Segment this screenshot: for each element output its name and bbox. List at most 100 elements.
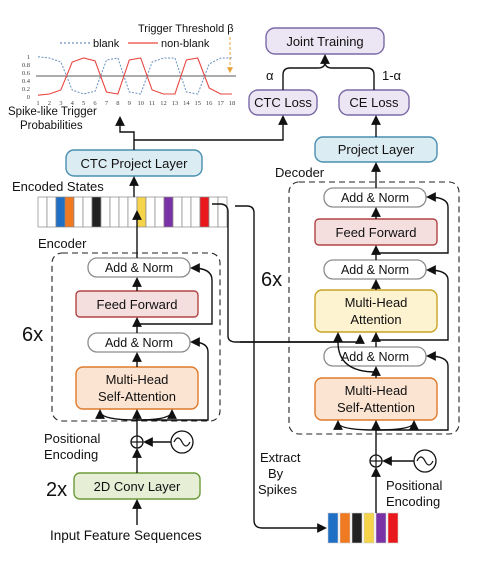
encoder-encoding-label: Encoding	[44, 447, 98, 462]
encoder-add-norm-1-label: Add & Norm	[105, 336, 173, 350]
encoder-repeat-label: 6x	[22, 324, 43, 346]
encoded-states-bar	[37, 196, 228, 228]
encoded-state-cell	[172, 196, 183, 228]
x-tick-label: 18	[229, 100, 236, 107]
decoder-repeat-label: 6x	[261, 269, 282, 291]
decoder-label: Decoder	[275, 165, 325, 180]
decoder-mha-line2: Attention	[350, 312, 401, 327]
y-tick-label: 1	[27, 54, 30, 61]
encoder-mha-line1: Multi-Head	[106, 372, 169, 387]
x-tick-label: 13	[172, 100, 179, 107]
ctc-project-layer-label: CTC Project Layer	[81, 156, 189, 171]
y-tick-label: 0.6	[22, 70, 31, 77]
x-tick-label: 14	[183, 100, 190, 107]
spike-states-bar	[327, 512, 399, 544]
project-layer-label: Project Layer	[338, 142, 415, 157]
encoded-state-cell	[37, 196, 48, 228]
extract-spikes-arrow	[235, 205, 327, 533]
encoded-state-cell	[199, 196, 210, 228]
ce-loss-label: CE Loss	[349, 95, 399, 110]
joint-training-block	[265, 27, 385, 55]
x-tick-label: 17	[217, 100, 224, 107]
decoder-positional-label: Positional	[386, 478, 442, 493]
input-feature-label: Input Feature Sequences	[50, 528, 202, 543]
spike-chart: blank non-blank Trigger Threshold β 10.8…	[8, 23, 236, 132]
spike-state-cell	[339, 512, 351, 544]
decoder-add-norm-3	[323, 187, 427, 208]
ctc-to-joint-arrow	[282, 54, 330, 90]
x-tick-label: 10	[137, 100, 144, 107]
encoded-state-cell	[145, 196, 156, 228]
conv-repeat-label: 2x	[46, 479, 67, 501]
trigger-threshold-label: Trigger Threshold β	[138, 23, 234, 35]
blank-series-line	[37, 56, 232, 95]
encoded-state-cell	[64, 196, 75, 228]
x-tick-label: 8	[116, 100, 119, 107]
y-tick-label: 0.4	[22, 78, 31, 85]
encoded-state-cell	[55, 196, 66, 228]
encoder-positional-label: Positional	[44, 431, 100, 446]
x-tick-label: 6	[93, 100, 97, 107]
decoder-mha-line1: Multi-Head	[345, 295, 408, 310]
spike-state-cell	[363, 512, 375, 544]
chart-y-ticks: 10.80.60.40.20	[22, 54, 31, 101]
spike-state-cell	[327, 512, 339, 544]
non-blank-series-line	[37, 57, 232, 96]
decoder-add-norm-2	[323, 259, 427, 280]
encoded-state-cell	[163, 196, 174, 228]
encoder-mha-line2: Self-Attention	[98, 389, 176, 404]
extract-label: Extract	[260, 450, 301, 465]
ctc-loss-label: CTC Loss	[254, 95, 312, 110]
x-tick-label: 5	[82, 100, 85, 107]
encoded-state-cell	[127, 196, 138, 228]
encoded-state-cell	[208, 196, 219, 228]
legend-non-blank-label: non-blank	[161, 38, 210, 50]
conv-layer-label: 2D Conv Layer	[94, 479, 181, 494]
encoded-state-cell	[181, 196, 192, 228]
decoder-encoding-label: Encoding	[386, 494, 440, 509]
x-tick-label: 3	[59, 100, 62, 107]
decoder-sa-line2: Self-Attention	[337, 400, 415, 415]
encoder-feed-forward-label: Feed Forward	[97, 297, 178, 312]
ctc-project-to-loss-arrow	[133, 115, 288, 150]
decoder-add-norm-1-label: Add & Norm	[341, 350, 409, 364]
encoder-add-norm-2	[87, 257, 191, 278]
spike-state-cell	[387, 512, 399, 544]
by-label: By	[268, 466, 284, 481]
encoder-arrows	[95, 210, 213, 436]
x-tick-label: 7	[105, 100, 109, 107]
ctc-project-to-spikes-arrow	[115, 116, 135, 140]
decoder-add-norm-2-label: Add & Norm	[341, 263, 409, 277]
decoder-add-norm-3-label: Add & Norm	[341, 191, 409, 205]
encoder-add-norm-1	[87, 332, 191, 353]
encoded-state-cell	[73, 196, 84, 228]
encoder-label: Encoder	[38, 236, 87, 251]
legend-blank-label: blank	[93, 38, 120, 50]
encoded-state-cell	[46, 196, 57, 228]
decoder-add-norm-1	[323, 346, 427, 367]
encoded-state-cell	[100, 196, 111, 228]
spike-state-cell	[375, 512, 387, 544]
decoder-sa-line1: Multi-Head	[345, 383, 408, 398]
y-tick-label: 0	[27, 94, 30, 101]
x-tick-label: 11	[149, 100, 155, 107]
encoder-add-norm-2-label: Add & Norm	[105, 261, 173, 275]
y-tick-label: 0.2	[22, 86, 30, 93]
joint-training-label: Joint Training	[286, 34, 363, 49]
ce-to-joint-arrow	[324, 61, 375, 90]
decoder-feed-forward-label: Feed Forward	[336, 225, 417, 240]
encoded-state-cell	[217, 196, 228, 228]
x-tick-label: 4	[71, 100, 75, 107]
x-tick-label: 15	[195, 100, 202, 107]
encoder-dashed-box	[51, 252, 221, 422]
encoded-state-cell	[190, 196, 201, 228]
encoded-state-cell	[82, 196, 93, 228]
encoded-states-label: Encoded States	[12, 179, 104, 194]
x-tick-label: 16	[206, 100, 213, 107]
chart-caption-line2: Probabilities	[20, 120, 83, 132]
x-tick-label: 1	[36, 100, 39, 107]
encoded-state-cell	[154, 196, 165, 228]
encoded-state-cell	[91, 196, 102, 228]
